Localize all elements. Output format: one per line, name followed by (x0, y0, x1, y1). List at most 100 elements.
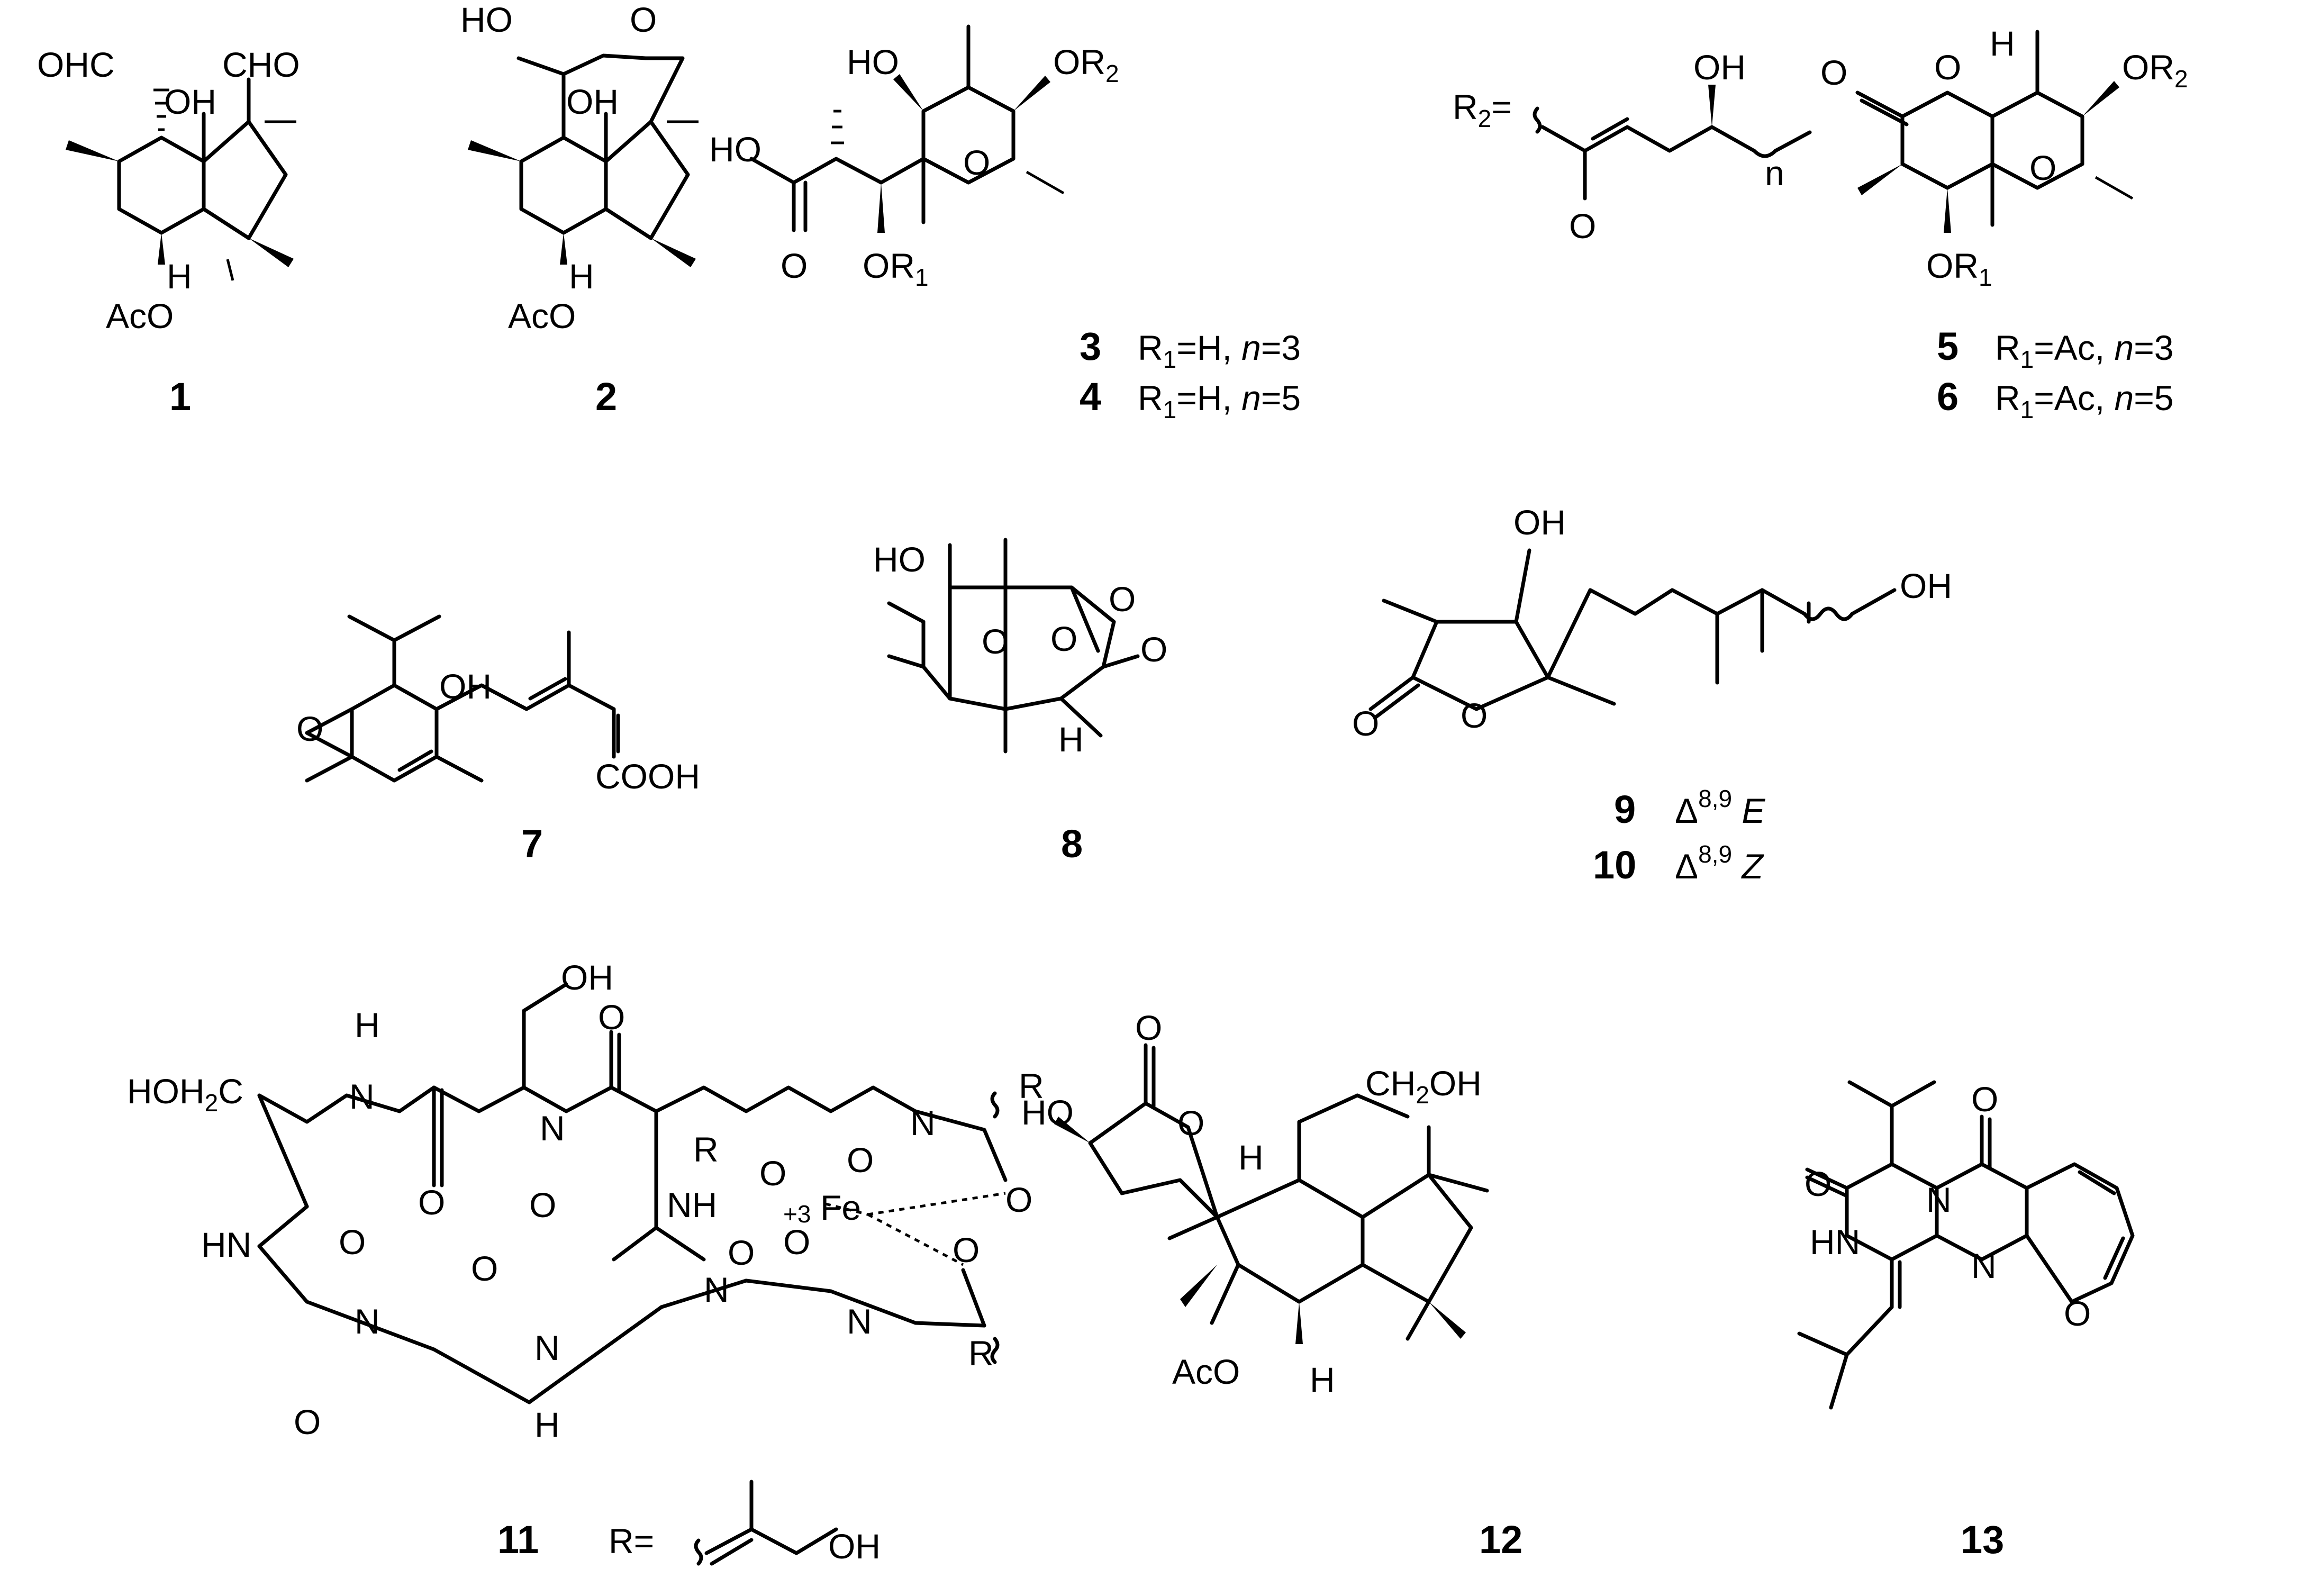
atom-o: O (630, 0, 657, 39)
atom-n: N (534, 1328, 560, 1367)
atom-ho: HO (1021, 1093, 1074, 1132)
compound-number-7: 7 (521, 822, 543, 866)
atom-fe: Fe (820, 1188, 861, 1227)
atom-o: O (529, 1185, 556, 1225)
atom-o: O (1050, 619, 1077, 658)
atom-n: N (355, 1302, 380, 1341)
atom-o: O (982, 622, 1009, 661)
atom-o: O (1177, 1103, 1204, 1142)
atom-h: H (569, 257, 594, 296)
atom-nh: NH (667, 1185, 717, 1225)
atom-ho: HO (847, 42, 899, 81)
atom-n: n (1765, 153, 1784, 193)
atom-o: O (296, 709, 323, 748)
atom-h: H (1238, 1138, 1264, 1177)
structure-compound-9-10: OH O O OH 9 Δ8,9 E 10 Δ8,9 Z (1352, 503, 1952, 887)
atom-o: O (1005, 1180, 1032, 1219)
atom-h: H (1058, 720, 1084, 759)
atom-oh: OH (439, 667, 492, 706)
atom-aco: AcO (106, 296, 174, 335)
structure-compound-3-4: HO OR2 O HO O OR1 3 R1=H, n=3 4 R1=H, n=… (709, 24, 1301, 423)
atom-r: R (1019, 1066, 1044, 1105)
atom-ho: HO (709, 130, 761, 169)
structure-compound-13: O HN N O N O 13 (1797, 1080, 2135, 1562)
atom-n: N (540, 1109, 565, 1148)
atom-aco: AcO (1172, 1352, 1240, 1391)
atom-o: O (418, 1183, 445, 1222)
structure-r2-definition: R2= OH O n (1453, 48, 1812, 246)
atom-o: O (1934, 48, 1961, 87)
atom-o: O (1140, 630, 1167, 669)
compound-number-12: 12 (1479, 1518, 1522, 1562)
atom-ho: HO (460, 0, 513, 39)
atom-o: O (294, 1402, 321, 1441)
atom-hn: HN (201, 1225, 251, 1264)
compound-number-4: 4 (1080, 375, 1101, 419)
structure-compound-8: HO O O O O H 8 (873, 538, 1167, 866)
atom-n: N (1971, 1246, 1997, 1285)
atom-h: H (1310, 1360, 1335, 1399)
atom-o: O (963, 143, 990, 182)
compound-number-11: 11 (497, 1518, 539, 1562)
atom-aco: AcO (508, 296, 576, 335)
atom-o: O (781, 246, 808, 285)
atom-o: O (783, 1222, 810, 1262)
atom-o: O (1461, 696, 1488, 735)
atom-n: N (349, 1077, 375, 1116)
atom-hoh2c: HOH2C (127, 1072, 243, 1117)
atom-ho: HO (873, 540, 926, 579)
atom-oh: OH (1900, 566, 1952, 605)
atom-o: O (471, 1249, 498, 1288)
compound-number-5: 5 (1937, 324, 1959, 368)
atom-oh: OH (561, 958, 613, 997)
atom-o: O (1805, 1164, 1831, 1203)
caption-6: R1=Ac, n=5 (1995, 378, 2173, 423)
atom-o: O (2029, 148, 2056, 187)
atom-cooh: COOH (595, 757, 700, 796)
atom-o: O (728, 1233, 755, 1272)
atom-o: O (1569, 206, 1596, 246)
atom-n: N (910, 1103, 936, 1142)
atom-ch2oh: CH2OH (1365, 1064, 1482, 1109)
compound-number-2: 2 (595, 375, 617, 419)
compound-number-6: 6 (1937, 375, 1959, 419)
structure-compound-11: OH H HOH2C N N O O HN O O NH R O Fe +3 O… (127, 958, 1044, 1566)
caption-9: Δ8,9 E (1675, 785, 1765, 830)
atom-cho: CHO (222, 45, 300, 84)
atom-o: O (759, 1154, 786, 1193)
compound-number-3: 3 (1080, 324, 1101, 368)
compound-number-13: 13 (1961, 1518, 2004, 1562)
atom-or2-o: OR2 (2122, 48, 2188, 93)
atom-oh: OH (828, 1527, 881, 1566)
atom-o: O (1971, 1080, 1998, 1119)
atom-r: R (693, 1130, 719, 1169)
atom-oh: OH (566, 82, 619, 121)
atom-r: R (968, 1334, 994, 1373)
atom-o: O (598, 998, 625, 1037)
atom-o: O (1352, 704, 1379, 743)
atom-o: O (953, 1230, 980, 1269)
caption-11: R= (609, 1521, 654, 1561)
atom-oh: OH (1513, 503, 1566, 542)
atom-n: N (704, 1270, 729, 1309)
compound-number-1: 1 (169, 375, 191, 419)
structure-compound-5-6: O O H O OR2 OR1 5 R1=Ac, n=3 6 R1=Ac, n=… (1820, 24, 2188, 423)
atom-h: H (355, 1005, 380, 1045)
atom-h: H (1990, 24, 2015, 63)
atom-or1-o: OR1 (1926, 246, 1992, 291)
compound-number-9: 9 (1614, 787, 1636, 831)
atom-o: O (1820, 53, 1847, 92)
atom-o: O (339, 1222, 366, 1262)
atom-h: H (534, 1405, 560, 1444)
caption-4: R1=H, n=5 (1138, 378, 1301, 423)
atom-h: H (167, 257, 192, 296)
caption-3: R1=H, n=3 (1138, 328, 1301, 373)
atom-n: N (847, 1302, 872, 1341)
atom-or2-o: OR2 (1053, 42, 1119, 87)
atom-o: O (1109, 579, 1136, 619)
atom-n: N (1926, 1180, 1952, 1219)
atom-hn: HN (1810, 1222, 1860, 1262)
caption-5: R1=Ac, n=3 (1995, 328, 2173, 373)
atom-or1-o: OR1 (863, 246, 929, 291)
